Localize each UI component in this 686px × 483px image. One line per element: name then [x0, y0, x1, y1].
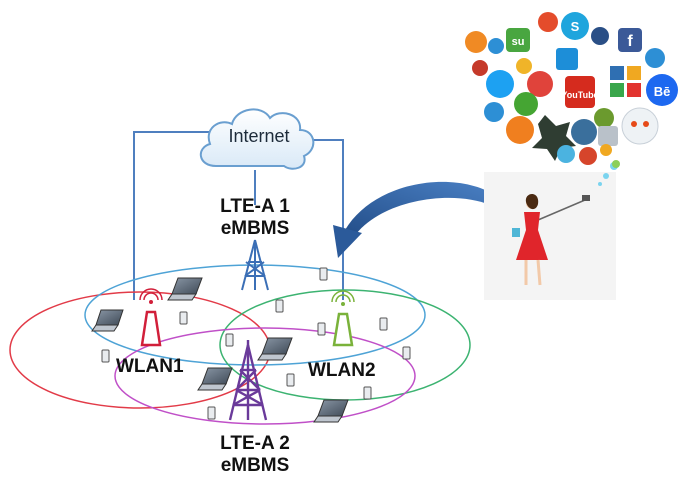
selfie-user-illustration — [484, 162, 618, 300]
phone-icon — [319, 267, 328, 281]
lte1-name: LTE-A 1 — [220, 196, 290, 217]
phone-icon — [207, 406, 216, 420]
phone-icon — [101, 349, 110, 363]
stumbleupon-logo-text: su — [512, 36, 525, 48]
phone-icon — [286, 373, 295, 387]
internet-cloud-label: Internet — [228, 126, 290, 146]
lte2-coverage-ellipse — [114, 327, 416, 425]
phone-icon — [402, 346, 411, 360]
lte2-service: eMBMS — [220, 455, 290, 476]
social-media-cloud: YouTube Bē S f su — [465, 12, 678, 168]
behance-logo-text: Bē — [654, 84, 671, 99]
backhaul-link-wlan1 — [133, 131, 210, 300]
lte2-tower-icon — [228, 340, 268, 421]
facebook-logo-text: f — [627, 33, 633, 50]
phone-icon — [379, 317, 388, 331]
content-flow-arrow-icon — [333, 181, 495, 258]
phone-icon — [225, 333, 234, 347]
wlan1-label: WLAN1 — [116, 356, 184, 377]
lte2-name: LTE-A 2 — [220, 433, 290, 454]
phone-icon — [317, 322, 326, 336]
wlan1-ap-icon — [139, 288, 163, 347]
laptop-icon — [257, 337, 293, 361]
lte1-tower-icon — [241, 239, 269, 291]
phone-icon — [363, 386, 372, 400]
wlan2-label: WLAN2 — [308, 360, 376, 381]
youtube-logo-text: YouTube — [561, 90, 598, 100]
phone-icon — [275, 299, 284, 313]
laptop-icon — [91, 309, 124, 332]
internet-cloud — [200, 108, 315, 170]
phone-icons — [101, 267, 411, 420]
laptop-icon — [197, 367, 233, 391]
lte1-label: LTE-A 1 eMBMS — [210, 196, 300, 240]
lte1-service: eMBMS — [220, 218, 290, 239]
phone-icon — [179, 311, 188, 325]
lte2-label: LTE-A 2 eMBMS — [200, 433, 310, 477]
laptop-icon — [167, 277, 203, 301]
skype-logo-text: S — [571, 19, 580, 34]
wlan2-ap-icon — [331, 290, 355, 347]
laptop-icon — [313, 399, 349, 423]
